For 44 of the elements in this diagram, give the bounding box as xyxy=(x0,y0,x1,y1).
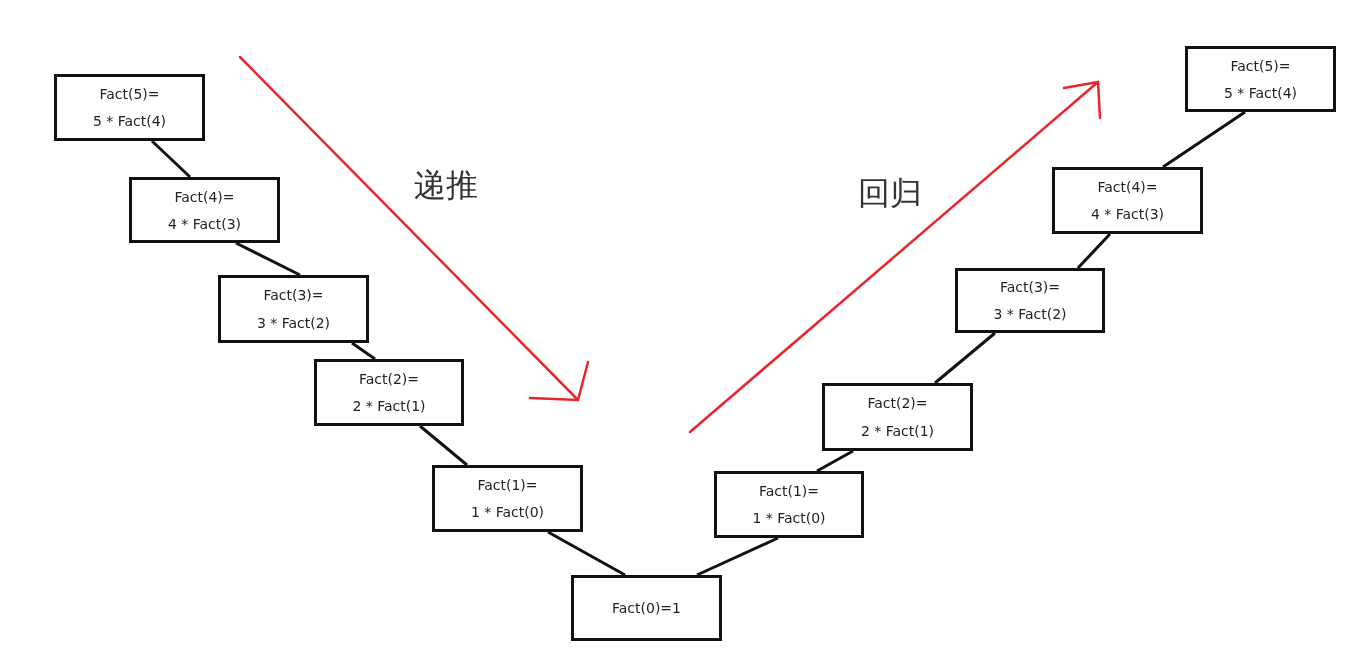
connector-line xyxy=(696,536,779,577)
formula-text: Fact(0)=1 xyxy=(612,600,681,616)
formula-text: Fact(5)= xyxy=(99,85,160,102)
process-box xyxy=(955,268,1105,333)
process-box xyxy=(1052,167,1203,234)
formula-text: 1 * Fact(0) xyxy=(752,510,826,527)
connector-line xyxy=(1162,110,1246,169)
phase-label: 递推 xyxy=(414,165,478,206)
formula-text: Fact(2)= xyxy=(358,370,420,387)
phase-label: 回归 xyxy=(858,173,922,214)
connector-line xyxy=(1076,232,1112,270)
formula-text: 5 * Fact(4) xyxy=(1223,84,1298,101)
process-box xyxy=(1185,46,1336,112)
formula-text: 2 * Fact(1) xyxy=(352,398,426,415)
connector-line xyxy=(934,331,996,385)
connector-line xyxy=(351,341,376,361)
formula-text: 2 * Fact(1) xyxy=(860,423,935,439)
process-box xyxy=(129,177,280,243)
formula-text: Fact(5)= xyxy=(1230,57,1291,74)
process-box xyxy=(432,465,583,532)
formula-text: Fact(2)= xyxy=(867,395,928,411)
connector-line xyxy=(235,241,301,277)
formula-text: Fact(3)= xyxy=(999,279,1061,296)
formula-text: Fact(1)= xyxy=(758,482,820,499)
process-box xyxy=(571,575,722,641)
connector-line xyxy=(419,424,468,467)
process-box xyxy=(714,471,864,538)
formula-text: 3 * Fact(2) xyxy=(993,305,1067,322)
process-box xyxy=(54,74,205,141)
process-box xyxy=(822,383,973,451)
formula-text: 1 * Fact(0) xyxy=(470,504,545,521)
formula-text: 4 * Fact(3) xyxy=(1090,206,1165,223)
formula-text: Fact(4)= xyxy=(174,188,235,205)
connector-line xyxy=(816,449,854,473)
process-box xyxy=(218,275,369,343)
formula-text: Fact(3)= xyxy=(263,287,324,303)
formula-text: 4 * Fact(3) xyxy=(167,215,242,232)
process-box xyxy=(314,359,464,426)
formula-text: 3 * Fact(2) xyxy=(256,315,331,331)
formula-text: Fact(4)= xyxy=(1097,178,1158,195)
connector-line xyxy=(150,139,192,179)
formula-text: 5 * Fact(4) xyxy=(92,113,167,130)
formula-text: Fact(1)= xyxy=(477,476,538,493)
connector-line xyxy=(547,530,626,577)
